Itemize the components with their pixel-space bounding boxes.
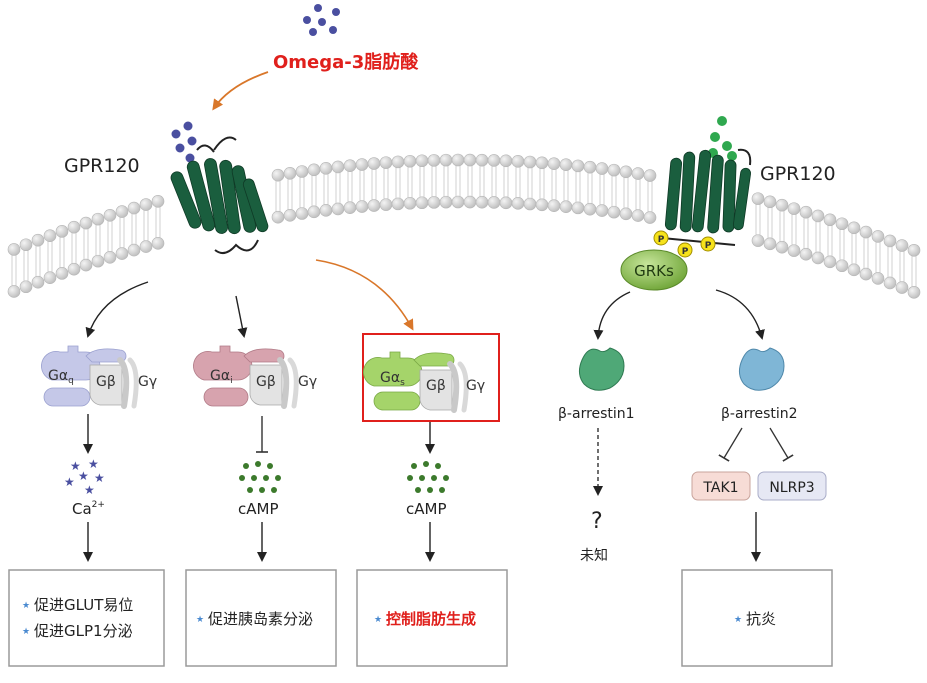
tak1-label: TAK1 <box>702 480 738 496</box>
outcome-box-3: ★ 控制脂肪生成 <box>356 569 508 667</box>
outcome-antiinflammation-text: 抗炎 <box>746 610 776 628</box>
svg-text:★: ★ <box>374 615 382 625</box>
svg-text:★: ★ <box>22 601 30 611</box>
gs-alpha-label: Gαs <box>380 370 405 388</box>
gq-gamma-label: Gγ <box>138 374 157 390</box>
beta-arrestin1-label: β-arrestin1 <box>558 406 635 422</box>
bound-ligand-right <box>708 116 737 161</box>
svg-text:★: ★ <box>88 457 99 471</box>
arrow-to-gq <box>85 281 149 338</box>
phosphate-group: P P P <box>653 230 716 258</box>
gs-protein-complex <box>363 351 469 413</box>
beta-arrestin1-shape <box>578 347 625 391</box>
outcome-lipogenesis-text: 控制脂肪生成 <box>386 610 476 628</box>
gq-alpha-label: Gαq <box>48 368 74 386</box>
nlrp3-box <box>757 471 827 501</box>
nlrp3-label: NLRP3 <box>769 480 814 496</box>
gpr120-left-label: GPR120 <box>64 155 140 177</box>
outcome-insulin-text: 促进胰岛素分泌 <box>208 610 313 628</box>
gq-beta-label: Gβ <box>96 374 116 390</box>
svg-text:★: ★ <box>22 627 30 637</box>
omega3-label: Omega-3脂肪酸 <box>273 51 419 73</box>
unknown-question-mark: ? <box>591 509 603 534</box>
gs-highlight-box <box>362 333 500 422</box>
gpr120-right-receptor: P P P <box>653 148 752 258</box>
cell-membrane <box>7 153 921 299</box>
grks-enzyme <box>620 249 688 291</box>
gi-protein-complex <box>193 345 299 409</box>
outcome-box-4: ★ 抗炎 <box>681 569 833 667</box>
gi-gamma-label: Gγ <box>298 374 317 390</box>
arrow-to-gi <box>235 295 248 338</box>
svg-text:★: ★ <box>734 615 742 625</box>
outcome-box-1: ★ 促进GLUT易位 ★ 促进GLP1分泌 <box>8 569 165 667</box>
inhibit-to-tak1 <box>718 427 743 462</box>
beta-arrestin2-shape <box>738 347 785 391</box>
calcium-stars: ★★★ ★★★ <box>64 457 105 497</box>
calcium-label: Ca2+ <box>72 500 105 518</box>
svg-text:P: P <box>682 247 689 257</box>
tak1-box <box>691 471 751 501</box>
beta-arrestin2-label: β-arrestin2 <box>721 406 798 422</box>
svg-text:★: ★ <box>84 483 95 497</box>
ligand-to-receptor-arrow <box>212 71 269 111</box>
svg-text:★: ★ <box>70 459 81 473</box>
svg-text:★: ★ <box>94 471 105 485</box>
grks-label: GRKs <box>634 262 674 280</box>
camp-label-2: cAMP <box>406 500 447 518</box>
gs-beta-label: Gβ <box>426 378 446 394</box>
gi-beta-label: Gβ <box>256 374 276 390</box>
arrow-to-arrestin2 <box>715 289 765 340</box>
gs-gamma-label: Gγ <box>466 378 485 394</box>
gpr120-right-label: GPR120 <box>760 163 836 185</box>
svg-text:P: P <box>658 235 665 245</box>
camp-dots-1 <box>239 461 281 493</box>
arrow-to-gs <box>315 259 414 331</box>
camp-label-1: cAMP <box>238 500 279 518</box>
svg-text:★: ★ <box>78 469 89 483</box>
inhibit-to-nlrp3 <box>769 427 794 462</box>
gq-protein-complex <box>41 345 139 409</box>
arrow-to-arrestin1 <box>593 291 631 340</box>
outcome-glp1-text: 促进GLP1分泌 <box>34 622 133 640</box>
omega3-ligand-dots <box>303 4 340 36</box>
gpr120-left-receptor <box>170 136 269 255</box>
svg-text:★: ★ <box>64 475 75 489</box>
outcome-glut-text: 促进GLUT易位 <box>34 596 133 614</box>
camp-dots-2 <box>407 461 449 493</box>
svg-text:★: ★ <box>196 615 204 625</box>
gi-alpha-label: Gαi <box>210 368 233 386</box>
outcome-box-2: ★ 促进胰岛素分泌 <box>185 569 337 667</box>
svg-text:P: P <box>705 241 712 251</box>
unknown-label: 未知 <box>580 547 608 564</box>
bound-ligand-left <box>171 121 197 163</box>
